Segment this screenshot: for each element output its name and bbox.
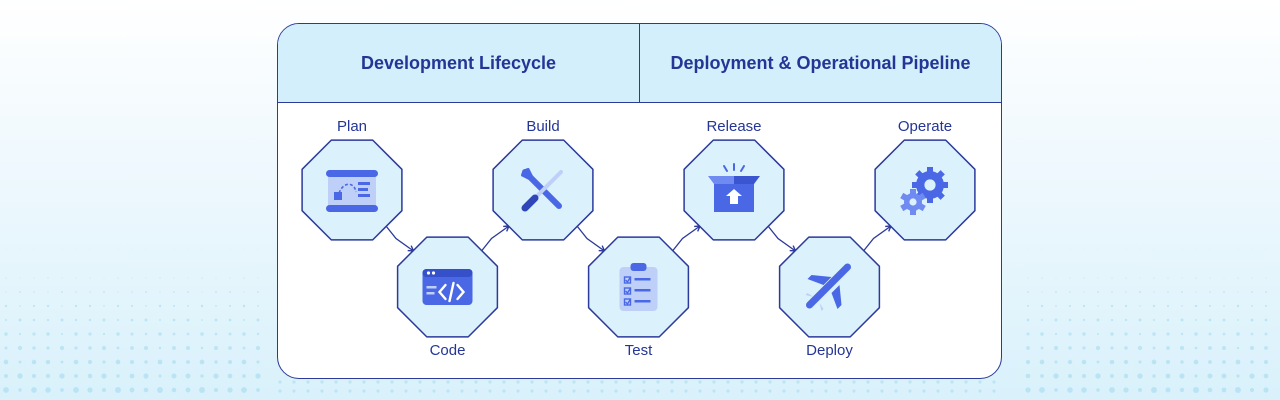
stage-build: Build bbox=[492, 118, 594, 241]
stage-deploy-label: Deploy bbox=[806, 342, 853, 359]
card-header: Development Lifecycle Deployment & Opera… bbox=[278, 24, 1001, 103]
connector-arrow-6 bbox=[862, 225, 893, 252]
stage-deploy: Deploy bbox=[778, 236, 881, 359]
stage-plan: Plan bbox=[301, 118, 403, 241]
development-lifecycle-title: Development Lifecycle bbox=[278, 24, 640, 102]
gears-icon bbox=[900, 167, 948, 215]
stage-test: Test bbox=[587, 236, 690, 359]
connector-arrow-5 bbox=[767, 225, 797, 252]
connector-arrow-1 bbox=[385, 225, 415, 252]
stage-test-label: Test bbox=[625, 342, 653, 359]
deployment-pipeline-title: Deployment & Operational Pipeline bbox=[670, 52, 971, 73]
wrench-screwdriver-icon bbox=[521, 168, 563, 212]
stage-build-label: Build bbox=[526, 118, 559, 135]
code-window-icon bbox=[422, 269, 473, 305]
checklist-clipboard-icon bbox=[619, 263, 658, 311]
stage-operate: Operate bbox=[874, 118, 976, 241]
open-box-icon bbox=[708, 163, 760, 212]
connector-arrow-2 bbox=[480, 225, 511, 252]
blueprint-scroll-icon bbox=[326, 170, 378, 212]
connector-arrow-3 bbox=[576, 225, 606, 252]
lifecycle-card: Development Lifecycle Deployment & Opera… bbox=[277, 23, 1002, 379]
stage-operate-label: Operate bbox=[898, 118, 952, 135]
stage-code: Code bbox=[396, 236, 499, 359]
airplane-icon bbox=[805, 263, 851, 311]
stage-release: Release bbox=[683, 118, 785, 241]
stage-plan-label: Plan bbox=[337, 118, 367, 135]
stage-release-label: Release bbox=[706, 118, 761, 135]
stage-code-label: Code bbox=[430, 342, 466, 359]
connector-arrow-4 bbox=[671, 225, 702, 252]
